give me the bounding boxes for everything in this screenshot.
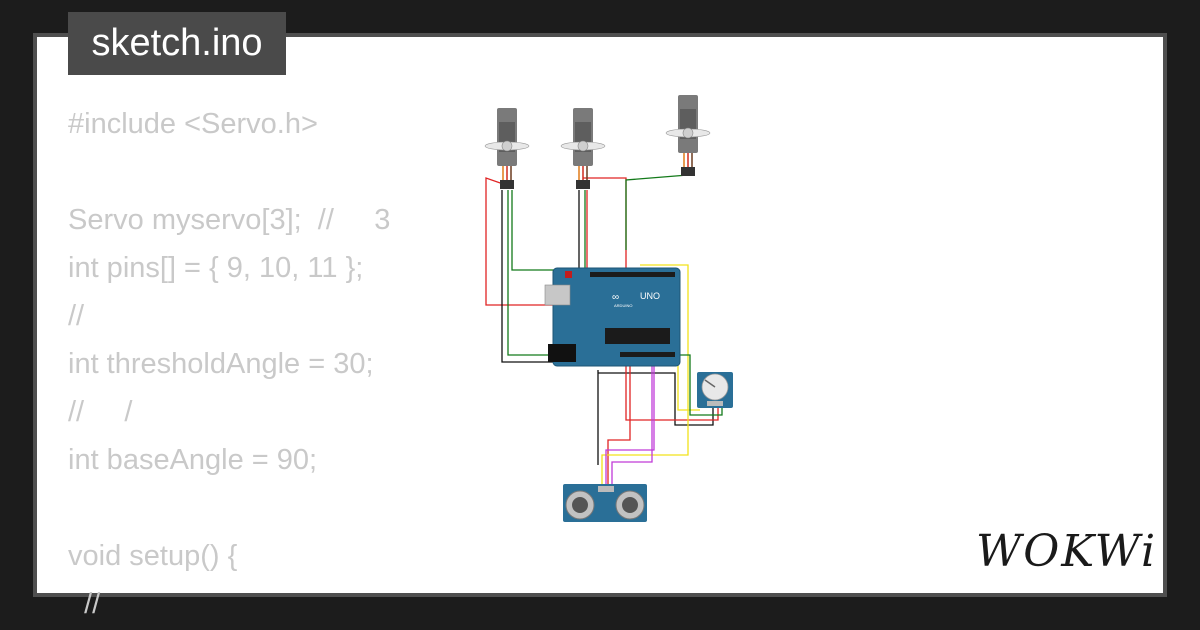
wire-magenta	[611, 360, 653, 485]
board-maker-label: ARDUINO	[614, 303, 632, 308]
wire-green	[625, 174, 689, 250]
svg-text:∞: ∞	[612, 292, 619, 303]
arduino-board-icon: ∞ UNO ARDUINO	[544, 267, 681, 367]
wire-green	[507, 190, 560, 356]
code-line-6: int thresholdAngle = 30;	[68, 348, 374, 380]
code-line-1: #include <Servo.h>	[68, 108, 318, 140]
code-line-2	[68, 148, 390, 196]
code-line-5: //	[68, 300, 85, 332]
servo-icon	[665, 95, 711, 176]
code-preview: #include <Servo.h> Servo myservo[3]; // 3…	[68, 100, 390, 628]
servo-icon	[560, 108, 606, 189]
wokwi-logo: WOKWi	[976, 526, 1158, 577]
board-label: UNO	[640, 291, 660, 301]
wire-red	[485, 177, 560, 306]
potentiometer-icon	[697, 372, 733, 408]
wire-magenta	[605, 360, 655, 485]
code-line-11: //	[68, 588, 101, 620]
wire-green	[668, 354, 723, 416]
servo-icon	[484, 108, 530, 189]
code-line-10: void setup() {	[68, 540, 238, 572]
wire-red	[583, 177, 627, 270]
code-line-4: int pins[] = { 9, 10, 11 };	[68, 252, 364, 284]
code-line-8: int baseAngle = 90;	[68, 444, 318, 476]
code-line-3: Servo myservo[3]; // 3	[68, 204, 391, 236]
code-line-7: // /	[68, 396, 133, 428]
wire-green	[511, 190, 555, 271]
ultrasonic-sensor-icon	[563, 484, 647, 522]
wire-red	[625, 360, 719, 421]
code-line-9	[68, 484, 390, 532]
wire-black	[598, 372, 714, 426]
wire-black	[501, 190, 555, 363]
circuit-diagram: ∞ UNO ARDUINO	[484, 95, 733, 522]
wire-yellow	[601, 264, 689, 485]
wire-red	[607, 360, 631, 485]
file-name-tab[interactable]: sketch.ino	[68, 12, 286, 75]
